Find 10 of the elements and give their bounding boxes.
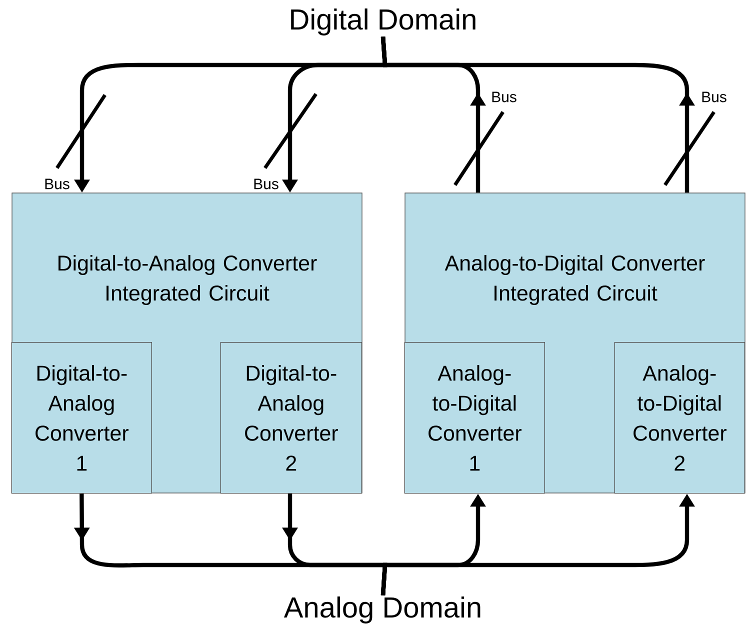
converter-box: Digital-to-Analog Converter 1	[11, 342, 152, 494]
edge-label: Bus	[702, 92, 726, 102]
edge-label: Bus	[254, 178, 278, 190]
domain-label: Analog Domain	[284, 596, 480, 624]
domain-label: Digital Domain	[291, 8, 476, 36]
edge-label: Bus	[492, 92, 516, 102]
converter-box: Digital-to-Analog Converter 2	[220, 342, 362, 494]
converter-box: Analog-to-Digital Converter 2	[614, 342, 745, 494]
converter-box: Analog-to-Digital Converter 1	[404, 342, 545, 494]
edge-label: Bus	[45, 178, 70, 190]
